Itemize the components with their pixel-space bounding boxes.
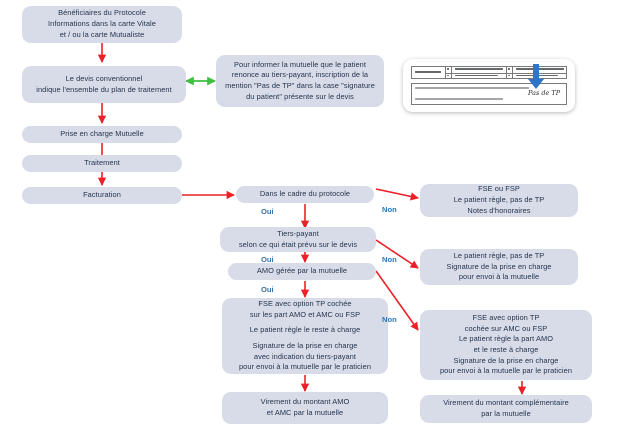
node-amo-geree-par-la-mutuelle[interactable]: AMO gérée par la mutuelle [228,263,376,280]
label-oui-tiers-payant: Oui [261,255,274,264]
doc-text-line [447,68,449,70]
doc-text-line [508,74,510,76]
node-line: du patient" présente sur le devis [246,91,354,101]
node-line: AMO gérée par la mutuelle [256,266,348,276]
node-line: Signature de la prise en charge [446,261,552,271]
blue-down-arrow-icon [528,64,544,89]
node-line: Le patient règle, pas de TP [453,250,545,260]
node-line: Le devis conventionnel [65,73,143,83]
node-beneficiaires[interactable]: Bénéficiaires du Protocole Informations … [22,6,182,43]
node-virement-complementaire[interactable]: Virement du montant complémentaire par l… [420,395,592,423]
node-line: Signature de la prise en charge [453,355,559,365]
doc-text-line [455,68,503,70]
node-fse-ou-fsp[interactable]: FSE ou FSP Le patient règle, pas de TP N… [420,184,578,217]
node-line: Tiers-payant [277,228,319,238]
doc-text-line [415,98,503,100]
node-line: cochée sur AMC ou FSP [464,323,548,333]
node-line: Informations dans la carte Vitale [48,19,156,29]
node-line: Virement du montant AMO [260,397,350,407]
node-line: pour envoi à la mutuelle [458,272,540,282]
node-virement-amo-amc[interactable]: Virement du montant AMO et AMC par la mu… [222,392,388,424]
document-thumbnail[interactable]: Pas de TP [403,59,575,112]
node-facturation[interactable]: Facturation [22,187,182,204]
node-line: FSE avec option TP cochée [258,298,352,308]
doc-text-line [508,68,510,70]
doc-text-line [516,68,564,70]
label-non-tiers-payant: Non [382,255,397,264]
node-fse-avec-option-tp-cochee[interactable]: FSE avec option TP cochée sur les part A… [222,298,388,374]
node-line: selon ce qui était prévu sur le devis [238,239,358,249]
node-line: pour envoi à la mutuelle par le praticie… [439,366,573,376]
handwritten-pas-de-tp: Pas de TP [528,89,561,97]
doc-text-line [415,87,529,89]
node-note-renonce-tiers-payant[interactable]: Pour informer la mutuelle que le patient… [216,55,384,107]
node-prise-en-charge-mutuelle[interactable]: Prise en charge Mutuelle [22,126,182,143]
node-line: Virement du montant complémentaire [443,398,569,408]
label-non-protocole: Non [382,205,397,214]
label-oui-amo: Oui [261,285,274,294]
node-line: Le patient règle le reste à charge [249,325,361,335]
node-line: Le patient règle, pas de TP [453,195,545,205]
node-line: Pour informer la mutuelle que le patient [234,59,366,69]
node-dans-le-cadre-du-protocole[interactable]: Dans le cadre du protocole [236,186,374,203]
node-paragraph: Le patient règle le reste à charge [250,325,361,336]
node-line: renonce au tiers-payant, inscription de … [231,70,369,80]
node-line: mention "Pas de TP" dans la case "signat… [225,81,375,90]
node-line: et le reste à charge [473,345,539,354]
node-paragraph: FSE avec option TP cochée sur les part A… [250,299,360,320]
node-line: indique l'ensemble du plan de traitement [36,84,172,94]
node-line: Traitement [84,158,120,168]
node-patient-regle-pas-de-tp[interactable]: Le patient règle, pas de TP Signature de… [420,249,578,285]
node-line: Prise en charge Mutuelle [60,129,144,139]
doc-text-line [447,74,449,76]
doc-text-line [415,71,441,73]
node-traitement[interactable]: Traitement [22,155,182,172]
node-line: FSE avec option TP [472,312,540,322]
node-line: sur les part AMO et AMC ou FSP [249,309,361,319]
node-line: Bénéficiaires du Protocole [58,8,146,18]
node-paragraph: Signature de la prise en charge avec ind… [239,341,371,373]
node-line: Signature de la prise en charge [252,341,358,350]
node-line: et / ou la carte Mutualiste [59,29,145,39]
node-fse-option-tp-amc[interactable]: FSE avec option TP cochée sur AMC ou FSP… [420,310,592,380]
doc-table-divider [445,72,567,74]
node-line: et AMC par la mutuelle [266,408,344,417]
node-tiers-payant[interactable]: Tiers-payant selon ce qui était prévu su… [220,227,376,252]
node-line: pour envoi à la mutuelle par le praticie… [238,362,372,372]
node-line: Facturation [83,190,121,200]
node-line: Le patient règle la part AMO [458,334,554,344]
label-non-amo: Non [382,315,397,324]
node-line: FSE ou FSP [478,184,520,194]
doc-text-line [455,74,498,77]
node-devis-conventionnel[interactable]: Le devis conventionnel indique l'ensembl… [22,66,186,103]
label-oui-protocole: Oui [261,207,274,216]
node-line: avec indication du tiers-payant [253,351,357,361]
node-line: par la mutuelle [481,409,531,418]
node-line: Notes d'honoraires [467,205,531,215]
node-line: Dans le cadre du protocole [259,189,351,199]
